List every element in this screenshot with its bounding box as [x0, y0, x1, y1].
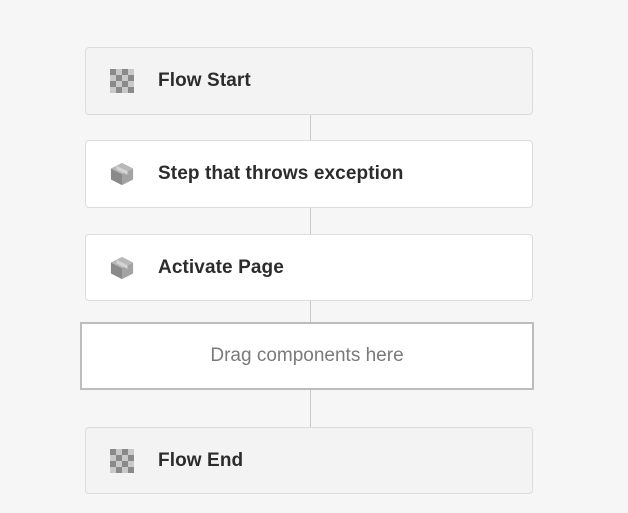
- connector-line: [310, 300, 311, 322]
- cube-icon: [110, 162, 134, 186]
- connector-line: [310, 114, 311, 140]
- drag-components-dropzone[interactable]: Drag components here: [80, 322, 534, 390]
- step-node[interactable]: Activate Page: [85, 234, 533, 301]
- node-label: Flow End: [158, 449, 244, 471]
- node-label: Step that throws exception: [158, 163, 404, 184]
- cube-icon: [110, 256, 134, 280]
- checker-icon: [110, 448, 134, 473]
- connector-line: [310, 390, 311, 427]
- dropzone-label: Drag components here: [210, 345, 404, 366]
- connector-line: [310, 207, 311, 234]
- flow-start-node[interactable]: Flow Start: [85, 47, 533, 115]
- step-node[interactable]: Step that throws exception: [85, 140, 533, 208]
- checker-icon: [110, 69, 134, 93]
- flow-end-node[interactable]: Flow End: [85, 427, 533, 494]
- node-label: Flow Start: [158, 70, 251, 91]
- node-label: Activate Page: [158, 256, 284, 278]
